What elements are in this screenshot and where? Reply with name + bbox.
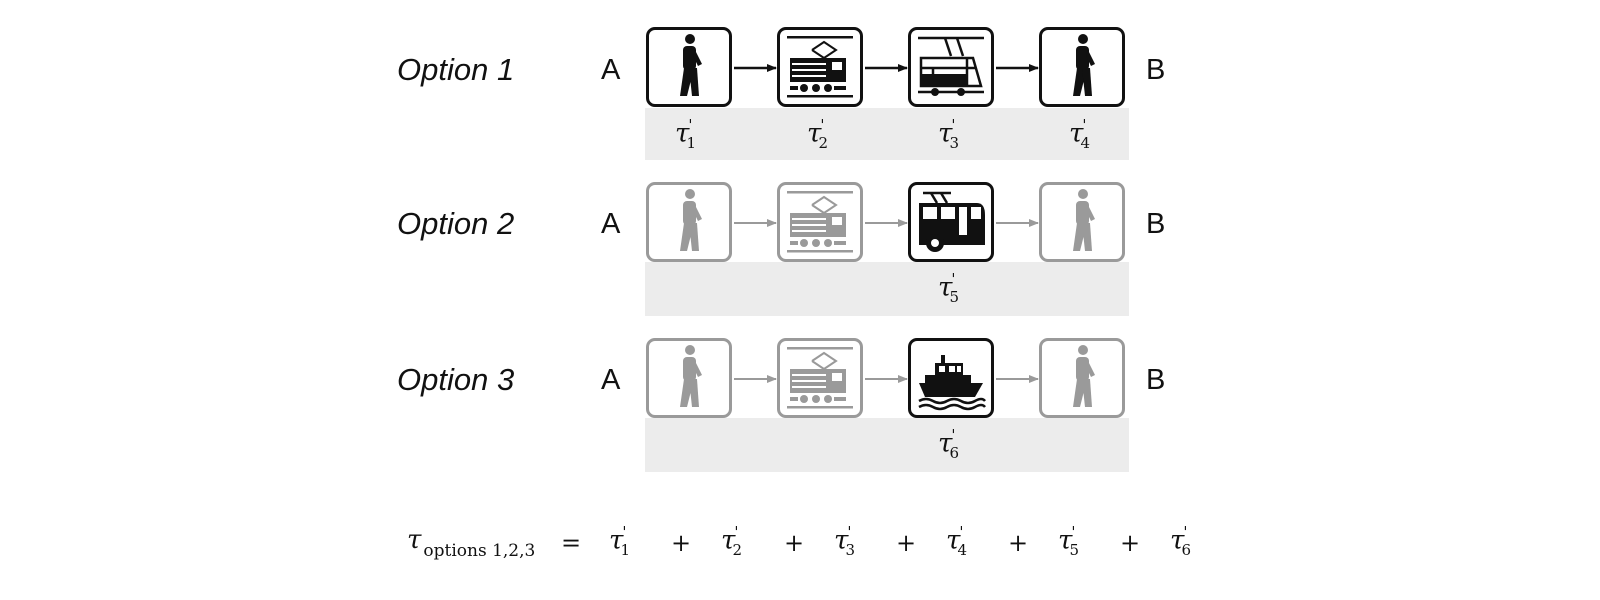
electric-train-icon bbox=[787, 347, 853, 409]
option-2-step-1-tile bbox=[646, 182, 732, 262]
option-3-step-3-tile bbox=[908, 338, 994, 418]
option-1-step-3-tile bbox=[908, 27, 994, 107]
equation-equals: = bbox=[561, 529, 582, 557]
option-2-step-2-tile bbox=[777, 182, 863, 262]
tau-4-label: τ'4 bbox=[1069, 116, 1091, 152]
bus-icon bbox=[919, 191, 985, 252]
equation-term-4: τ'4 bbox=[946, 523, 968, 559]
tau-1-label: τ'1 bbox=[675, 116, 697, 152]
equation-plus-4: + bbox=[1008, 529, 1029, 557]
option-2-band bbox=[645, 262, 1129, 316]
option-1-step-2-tile bbox=[777, 27, 863, 107]
tau-3-label: τ'3 bbox=[938, 116, 960, 152]
option-3-step-2-tile bbox=[777, 338, 863, 418]
pedestrian-icon bbox=[1073, 345, 1095, 407]
tau-6-label: τ'6 bbox=[938, 426, 960, 462]
option-1-step-1-tile bbox=[646, 27, 732, 107]
tau-2-label: τ'2 bbox=[807, 116, 829, 152]
option-1-band bbox=[645, 108, 1129, 160]
equation-term-5: τ'5 bbox=[1058, 523, 1080, 559]
tram-icon bbox=[918, 36, 984, 96]
option-3-step-4-tile bbox=[1039, 338, 1125, 418]
pedestrian-icon bbox=[1073, 189, 1095, 251]
option-2-step-3-tile bbox=[908, 182, 994, 262]
equation-term-6: τ'6 bbox=[1170, 523, 1192, 559]
option-2-end-point: B bbox=[1146, 208, 1166, 240]
option-1-label: Option 1 bbox=[397, 52, 515, 87]
equation-plus-1: + bbox=[671, 529, 692, 557]
option-2-step-4-tile bbox=[1039, 182, 1125, 262]
equation-plus-2: + bbox=[784, 529, 805, 557]
pedestrian-icon bbox=[680, 34, 702, 96]
option-1-start-point: A bbox=[601, 54, 621, 86]
option-2-label: Option 2 bbox=[397, 206, 515, 241]
pedestrian-icon bbox=[680, 345, 702, 407]
equation-term-1: τ'1 bbox=[609, 523, 631, 559]
option-2-start-point: A bbox=[601, 208, 621, 240]
ferry-icon bbox=[918, 355, 986, 411]
electric-train-icon bbox=[787, 191, 853, 253]
option-3-label: Option 3 bbox=[397, 362, 515, 397]
equation-plus-5: + bbox=[1120, 529, 1141, 557]
equation-plus-3: + bbox=[896, 529, 917, 557]
equation-term-3: τ'3 bbox=[834, 523, 856, 559]
option-3-start-point: A bbox=[601, 364, 621, 396]
tau-5-label: τ'5 bbox=[938, 270, 960, 306]
pedestrian-icon bbox=[1073, 34, 1095, 96]
pedestrian-icon bbox=[680, 189, 702, 251]
option-3-end-point: B bbox=[1146, 364, 1166, 396]
equation-term-2: τ'2 bbox=[721, 523, 743, 559]
option-1-end-point: B bbox=[1146, 54, 1166, 86]
option-3-step-1-tile bbox=[646, 338, 732, 418]
electric-train-icon bbox=[787, 36, 853, 98]
option-1-step-4-tile bbox=[1039, 27, 1125, 107]
option-3-band bbox=[645, 418, 1129, 472]
